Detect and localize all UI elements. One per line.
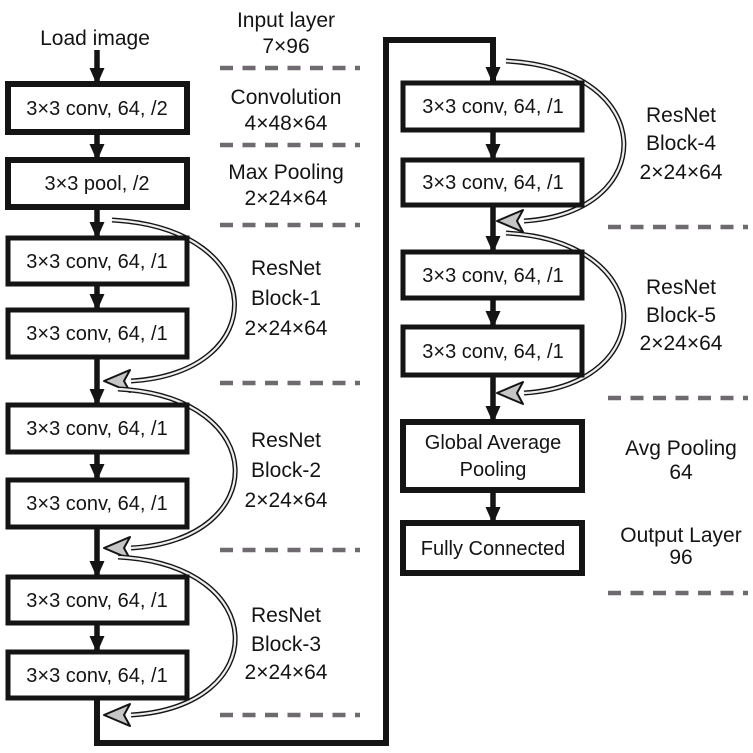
annotation-line: 2×24×64 <box>245 317 328 340</box>
node-label: 3×3 conv, 64, /1 <box>26 590 167 612</box>
node-label: 3×3 pool, /2 <box>44 173 149 195</box>
annotation-line: Block-3 <box>251 633 321 656</box>
annotation-convolution: Convolution 4×48×64 <box>231 86 342 135</box>
skip-curve-highlight <box>117 555 237 717</box>
node-stem-conv <box>5 81 190 135</box>
section-dividers-right <box>608 224 748 596</box>
section-dividers-left <box>220 65 360 718</box>
node-block2-conv2 <box>5 477 190 530</box>
column-connector-line <box>94 37 501 746</box>
right-column-nodes: 3×3 conv, 64, /1 3×3 conv, 64, /1 3×3 co… <box>400 80 585 576</box>
skip-curve-highlight <box>111 218 236 383</box>
skip-connection-block-3 <box>103 554 238 727</box>
node-label-line: Global Average <box>425 432 561 454</box>
node-block3-conv1 <box>5 574 190 626</box>
skip-arrowhead-icon <box>496 381 524 405</box>
annotation-line: ResNet <box>251 429 321 452</box>
skip-connection-block-5 <box>496 230 627 405</box>
annotation-line: 64 <box>669 461 693 484</box>
node-label: 3×3 conv, 64, /1 <box>26 251 167 273</box>
node-label: 3×3 conv, 64, /1 <box>422 96 563 118</box>
source-label: Load image <box>40 27 150 50</box>
node-block1-conv1 <box>5 235 190 287</box>
annotation-line: ResNet <box>251 257 321 280</box>
skip-connection-block-2 <box>103 386 238 560</box>
left-column-nodes: 3×3 conv, 64, /2 3×3 pool, /2 3×3 conv, … <box>5 81 190 701</box>
annotation-line: Output Layer <box>620 524 741 547</box>
annotation-resnet-block-2: ResNet Block-2 2×24×64 <box>245 429 328 512</box>
annotation-output-layer: Output Layer 96 <box>620 524 741 569</box>
node-block2-conv1 <box>5 402 190 455</box>
node-label: 3×3 conv, 64, /1 <box>422 172 563 194</box>
annotation-resnet-block-1: ResNet Block-1 2×24×64 <box>245 257 328 340</box>
node-label: Fully Connected <box>421 538 566 560</box>
node-global-average-pooling <box>400 419 585 493</box>
skip-curve-highlight <box>505 59 625 223</box>
node-label: 3×3 conv, 64, /1 <box>422 265 563 287</box>
node-label: 3×3 conv, 64, /1 <box>422 341 563 363</box>
skip-curve-highlight <box>505 231 625 395</box>
node-fully-connected <box>400 520 585 576</box>
node-block4-conv1 <box>400 80 585 133</box>
annotation-line: 2×24×64 <box>640 161 723 184</box>
node-block5-conv1 <box>400 249 585 301</box>
node-block3-conv2 <box>5 649 190 701</box>
annotation-line: Max Pooling <box>228 161 344 184</box>
annotation-line: ResNet <box>251 604 321 627</box>
node-label: 3×3 conv, 64, /1 <box>26 323 167 345</box>
skip-arrowhead-icon <box>103 703 131 727</box>
annotation-line: 2×24×64 <box>245 187 328 210</box>
annotation-line: Block-1 <box>251 287 321 310</box>
annotation-resnet-block-5: ResNet Block-5 2×24×64 <box>640 276 723 355</box>
annotation-line: Block-4 <box>646 132 716 155</box>
node-label: 3×3 conv, 64, /1 <box>26 665 167 687</box>
annotation-max-pooling: Max Pooling 2×24×64 <box>228 161 344 210</box>
node-label: 3×3 conv, 64, /2 <box>26 98 167 120</box>
skip-curve-highlight <box>117 387 237 550</box>
node-block5-conv2 <box>400 324 585 378</box>
annotation-line: 2×24×64 <box>245 661 328 684</box>
annotation-line: 96 <box>669 546 692 569</box>
node-block1-conv2 <box>5 307 190 360</box>
annotation-line: 2×24×64 <box>640 332 723 355</box>
node-label-line: Pooling <box>460 459 527 481</box>
annotation-line: Block-5 <box>646 304 716 327</box>
annotation-line: 7×96 <box>262 35 309 58</box>
annotation-resnet-block-3: ResNet Block-3 2×24×64 <box>245 604 328 684</box>
node-stem-pool <box>5 157 190 210</box>
annotation-avg-pooling: Avg Pooling 64 <box>625 437 737 484</box>
node-block4-conv2 <box>400 157 585 208</box>
skip-connection-block-4 <box>496 58 627 233</box>
annotation-line: Avg Pooling <box>625 437 737 460</box>
skip-arrowhead-icon <box>496 209 524 233</box>
annotation-line: 2×24×64 <box>245 489 328 512</box>
skip-connection-block-1 <box>103 217 237 393</box>
annotation-resnet-block-4: ResNet Block-4 2×24×64 <box>640 104 723 184</box>
node-label: 3×3 conv, 64, /1 <box>26 418 167 440</box>
annotation-line: 4×48×64 <box>245 112 328 135</box>
annotation-line: ResNet <box>646 104 716 127</box>
annotation-line: Convolution <box>231 86 342 109</box>
annotation-line: Input layer <box>237 9 335 32</box>
annotation-line: ResNet <box>646 276 716 299</box>
annotation-input-layer: Input layer 7×96 <box>237 9 335 58</box>
annotation-line: Block-2 <box>251 459 321 482</box>
node-label: 3×3 conv, 64, /1 <box>26 493 167 515</box>
